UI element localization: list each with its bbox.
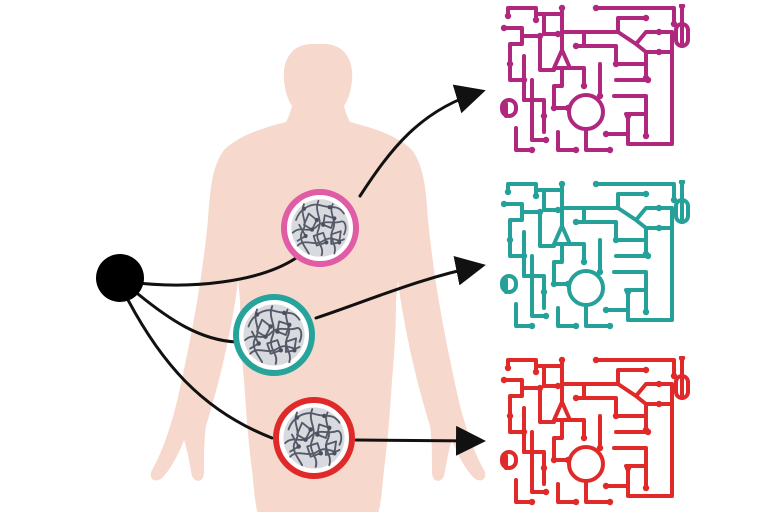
tissue-cluster-icon <box>282 406 346 470</box>
tissue-pelvis <box>273 397 355 479</box>
source-cell-dot <box>96 254 144 302</box>
arrow-to-chest-tissue <box>128 256 298 287</box>
human-body-silhouette <box>150 44 486 512</box>
tissue-cluster-icon <box>290 198 350 258</box>
arrow-pelvis-to-network <box>354 425 486 456</box>
tissue-abdomen <box>233 294 315 376</box>
metabolic-network-icon <box>498 4 690 154</box>
arrow-chest-to-network <box>358 84 486 198</box>
arrow-to-pelvis-tissue <box>126 298 274 440</box>
metabolic-network-icon <box>498 180 690 330</box>
arrow-abdomen-to-network <box>314 256 486 320</box>
tissue-cluster-icon <box>242 303 306 367</box>
tissue-chest <box>281 189 359 267</box>
arrow-to-abdomen-tissue <box>136 292 238 344</box>
metabolic-network-icon <box>498 356 690 506</box>
arrow-group <box>126 84 486 456</box>
